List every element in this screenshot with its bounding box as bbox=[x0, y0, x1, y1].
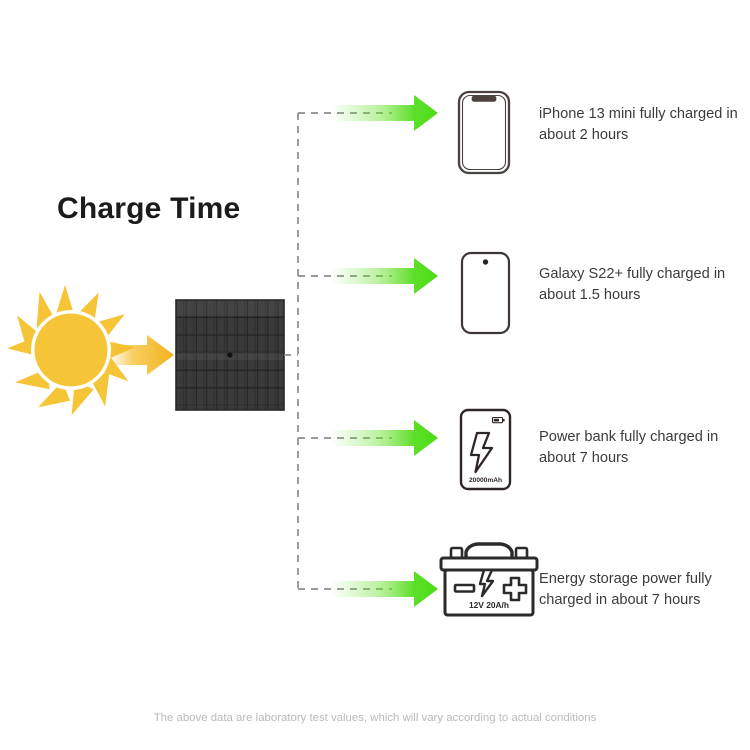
battery-spec-label: 12V 20A/h bbox=[469, 600, 509, 610]
charge-flow-arrow-1 bbox=[330, 95, 438, 131]
charge-flow-arrow-2 bbox=[330, 258, 438, 294]
power-bank-capacity-label: 20000mAh bbox=[469, 477, 502, 484]
car-battery-icon: 12V 20A/h bbox=[439, 542, 539, 617]
power-bank-bolt-icon bbox=[469, 431, 494, 474]
sun-icon bbox=[7, 285, 136, 416]
power-bank-icon: 20000mAh bbox=[459, 408, 512, 491]
connector-lines bbox=[284, 112, 392, 590]
battery-minus-icon bbox=[453, 583, 476, 593]
device-caption-galaxy: Galaxy S22+ fully charged in about 1.5 h… bbox=[539, 266, 726, 303]
charge-flow-arrow-3 bbox=[330, 420, 438, 456]
iphone-icon bbox=[457, 90, 511, 175]
power-bank-level-indicator bbox=[491, 416, 505, 424]
charge-flow-arrows bbox=[330, 95, 438, 607]
device-caption-energy-storage: Energy storage power fully charged in ab… bbox=[539, 571, 712, 608]
solar-panel-icon bbox=[175, 299, 285, 411]
page-title: Charge Time bbox=[57, 192, 241, 225]
charge-flow-arrow-4 bbox=[330, 571, 438, 607]
galaxy-phone-icon bbox=[460, 251, 511, 335]
solar-energy-arrow bbox=[112, 335, 174, 375]
battery-plus-icon bbox=[502, 576, 528, 602]
battery-bolt-icon bbox=[478, 568, 495, 598]
device-caption-power-bank: Power bank fully charged in about 7 hour… bbox=[539, 429, 719, 466]
device-caption-iphone: iPhone 13 mini fully charged in about 2 … bbox=[539, 106, 738, 143]
disclaimer-note: The above data are laboratory test value… bbox=[153, 712, 597, 724]
